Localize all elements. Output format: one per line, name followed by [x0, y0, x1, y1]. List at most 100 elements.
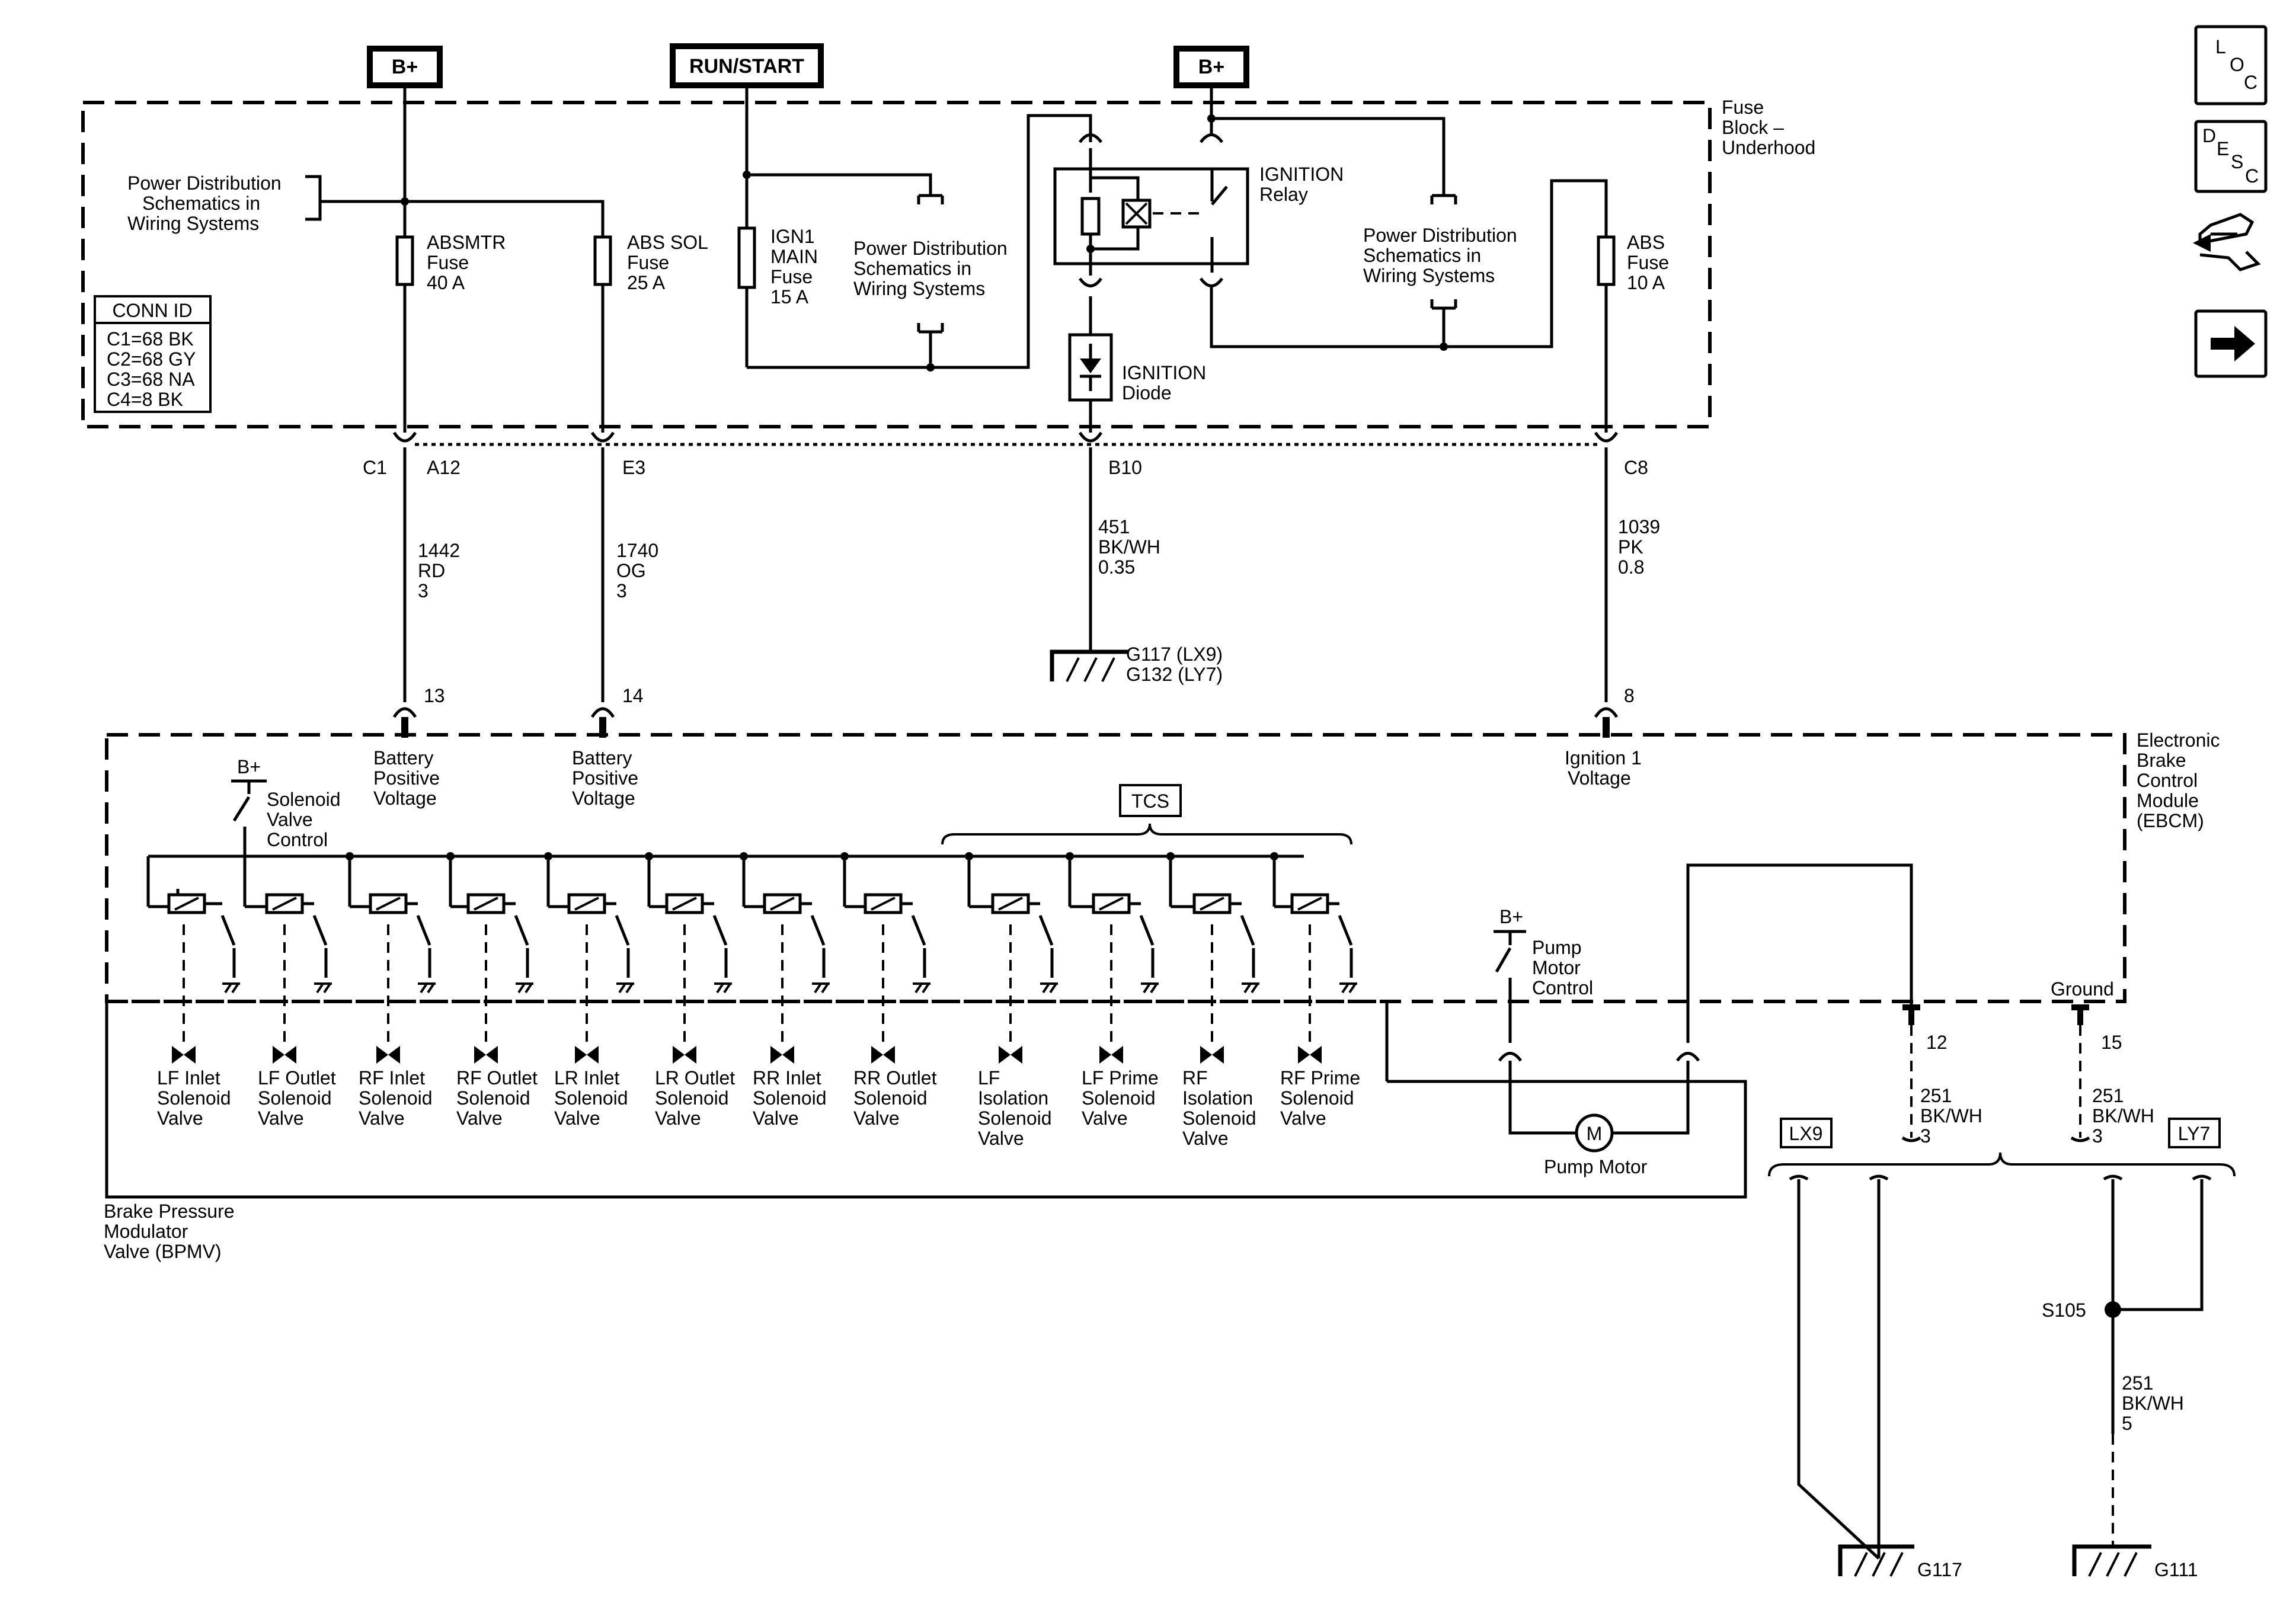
svg-text:M: M [1587, 1123, 1603, 1144]
svg-text:BK/WH: BK/WH [2122, 1393, 2184, 1414]
svg-text:Solenoid: Solenoid [258, 1087, 332, 1109]
wire-1740: 1740 OG 3 [601, 447, 658, 702]
b-plus-right-feed [1199, 85, 1608, 351]
svg-text:Fuse: Fuse [627, 252, 669, 273]
ebcm-input-labels: Battery Positive Voltage Battery Positiv… [373, 747, 2114, 1000]
svg-text:IGN1: IGN1 [770, 226, 815, 247]
svg-text:Valve: Valve [753, 1108, 799, 1129]
svg-text:10 A: 10 A [1627, 272, 1665, 293]
svg-text:L: L [2215, 36, 2226, 57]
svg-text:Underhood: Underhood [1722, 137, 1815, 158]
svg-text:3: 3 [2092, 1125, 2103, 1147]
svg-text:3: 3 [1920, 1125, 1931, 1147]
svg-text:Relay: Relay [1259, 184, 1308, 205]
tcs-bracket: TCS [941, 784, 1352, 845]
svg-text:Solenoid: Solenoid [456, 1087, 530, 1109]
run-start-source: RUN/START [670, 43, 824, 88]
ebcm-title: Electronic Brake Control Module (EBCM) [2137, 729, 2220, 831]
svg-text:(EBCM): (EBCM) [2137, 810, 2204, 831]
svg-text:40 A: 40 A [427, 272, 465, 293]
svg-text:G111: G111 [2154, 1559, 2198, 1580]
svg-text:Ground: Ground [2051, 978, 2114, 1000]
svg-text:LX9: LX9 [1789, 1123, 1823, 1144]
svg-text:Fuse: Fuse [427, 252, 469, 273]
solenoid-channel-rr-inlet: RR Inlet Solenoid Valve [740, 852, 830, 1129]
next-page-arrow-icon[interactable] [2194, 309, 2268, 378]
svg-text:Solenoid: Solenoid [267, 789, 341, 810]
svg-text:251: 251 [2092, 1085, 2124, 1106]
wire-1039: 1039 PK 0.8 [1604, 447, 1660, 702]
svg-text:Solenoid: Solenoid [978, 1108, 1052, 1129]
svg-text:5: 5 [2122, 1413, 2132, 1434]
svg-text:C: C [2244, 72, 2257, 93]
power-distribution-ref-right: Power Distribution Schematics in Wiring … [1363, 225, 1517, 286]
svg-text:LF Inlet: LF Inlet [157, 1067, 220, 1089]
svg-text:Solenoid: Solenoid [359, 1087, 433, 1109]
svg-text:B10: B10 [1108, 457, 1142, 478]
svg-text:14: 14 [622, 685, 644, 706]
svg-text:LY7: LY7 [2178, 1123, 2211, 1144]
svg-text:C8: C8 [1624, 457, 1648, 478]
svg-text:E3: E3 [622, 457, 645, 478]
svg-text:Ignition 1: Ignition 1 [1565, 747, 1642, 769]
solenoid-channel-rf-outlet: RF Outlet Solenoid Valve [446, 852, 538, 1129]
svg-text:E: E [2217, 138, 2229, 159]
desc-icon[interactable]: D E S C [2194, 120, 2268, 193]
loc-icon[interactable]: L O C [2194, 25, 2268, 105]
svg-text:Valve: Valve [1082, 1108, 1128, 1129]
svg-text:RF Inlet: RF Inlet [359, 1067, 425, 1089]
svg-text:Solenoid: Solenoid [1082, 1087, 1156, 1109]
svg-text:IGNITION: IGNITION [1122, 362, 1206, 383]
svg-text:Positive: Positive [572, 767, 638, 789]
ignition-relay: IGNITION Relay [1053, 133, 1344, 287]
svg-text:RR Inlet: RR Inlet [753, 1067, 821, 1089]
svg-text:G117: G117 [1917, 1559, 1962, 1580]
ground-g117-g132: G117 (LX9) G132 (LY7) [1050, 644, 1223, 685]
svg-text:Solenoid: Solenoid [753, 1087, 827, 1109]
svg-text:Solenoid: Solenoid [1182, 1108, 1256, 1129]
svg-text:Modulator: Modulator [104, 1221, 188, 1242]
svg-text:Valve: Valve [554, 1108, 600, 1129]
svg-text:Brake: Brake [2137, 750, 2186, 771]
svg-text:Valve: Valve [258, 1108, 304, 1129]
svg-text:Schematics in: Schematics in [1363, 245, 1481, 266]
svg-text:3: 3 [418, 580, 428, 601]
svg-text:0.8: 0.8 [1618, 556, 1644, 578]
svg-text:Power Distribution: Power Distribution [853, 238, 1008, 259]
ly7-ground-wiring: S105 251 BK/WH 5 G111 [2042, 1174, 2212, 1580]
svg-text:B+: B+ [237, 756, 261, 777]
svg-text:Solenoid: Solenoid [1280, 1087, 1354, 1109]
svg-text:D: D [2202, 125, 2216, 146]
svg-text:12: 12 [1926, 1032, 1948, 1053]
solenoid-channel-rf-prime: RF Prime Solenoid Valve [1270, 852, 1360, 1129]
svg-text:B+: B+ [1499, 906, 1523, 927]
svg-text:G132 (LY7): G132 (LY7) [1126, 664, 1223, 685]
svg-text:Diode: Diode [1122, 382, 1172, 404]
svg-text:Fuse: Fuse [1722, 97, 1764, 118]
svg-text:Voltage: Voltage [1568, 767, 1631, 789]
svg-text:RR Outlet: RR Outlet [853, 1067, 937, 1089]
svg-text:Valve: Valve [978, 1128, 1024, 1149]
b-plus-right-source: B+ [1173, 46, 1249, 88]
svg-text:A12: A12 [427, 457, 461, 478]
svg-text:LF: LF [978, 1067, 1000, 1089]
svg-text:LF Outlet: LF Outlet [258, 1067, 336, 1089]
svg-text:Schematics in: Schematics in [142, 193, 260, 214]
svg-text:Brake Pressure: Brake Pressure [104, 1201, 235, 1222]
svg-text:3: 3 [616, 580, 627, 601]
solenoid-channel-lf-inlet: LF Inlet Solenoid Valve [148, 889, 240, 1129]
svg-text:Pump: Pump [1532, 937, 1582, 958]
svg-text:LF Prime: LF Prime [1082, 1067, 1159, 1089]
svg-text:ABS: ABS [1627, 232, 1665, 253]
svg-text:Valve (BPMV): Valve (BPMV) [104, 1241, 222, 1262]
connector-end-view-icon[interactable] [2193, 213, 2261, 271]
svg-text:1740: 1740 [616, 540, 658, 561]
svg-text:BK/WH: BK/WH [1098, 536, 1160, 558]
svg-text:Wiring Systems: Wiring Systems [127, 213, 259, 234]
svg-text:Solenoid: Solenoid [554, 1087, 628, 1109]
svg-text:Control: Control [2137, 770, 2198, 791]
absmtr-fuse-circuit: ABSMTR Fuse 40 A [395, 85, 506, 433]
solenoid-channel-rf-inlet: RF Inlet Solenoid Valve [346, 852, 436, 1129]
svg-text:Solenoid: Solenoid [655, 1087, 729, 1109]
svg-text:Valve: Valve [853, 1108, 900, 1129]
